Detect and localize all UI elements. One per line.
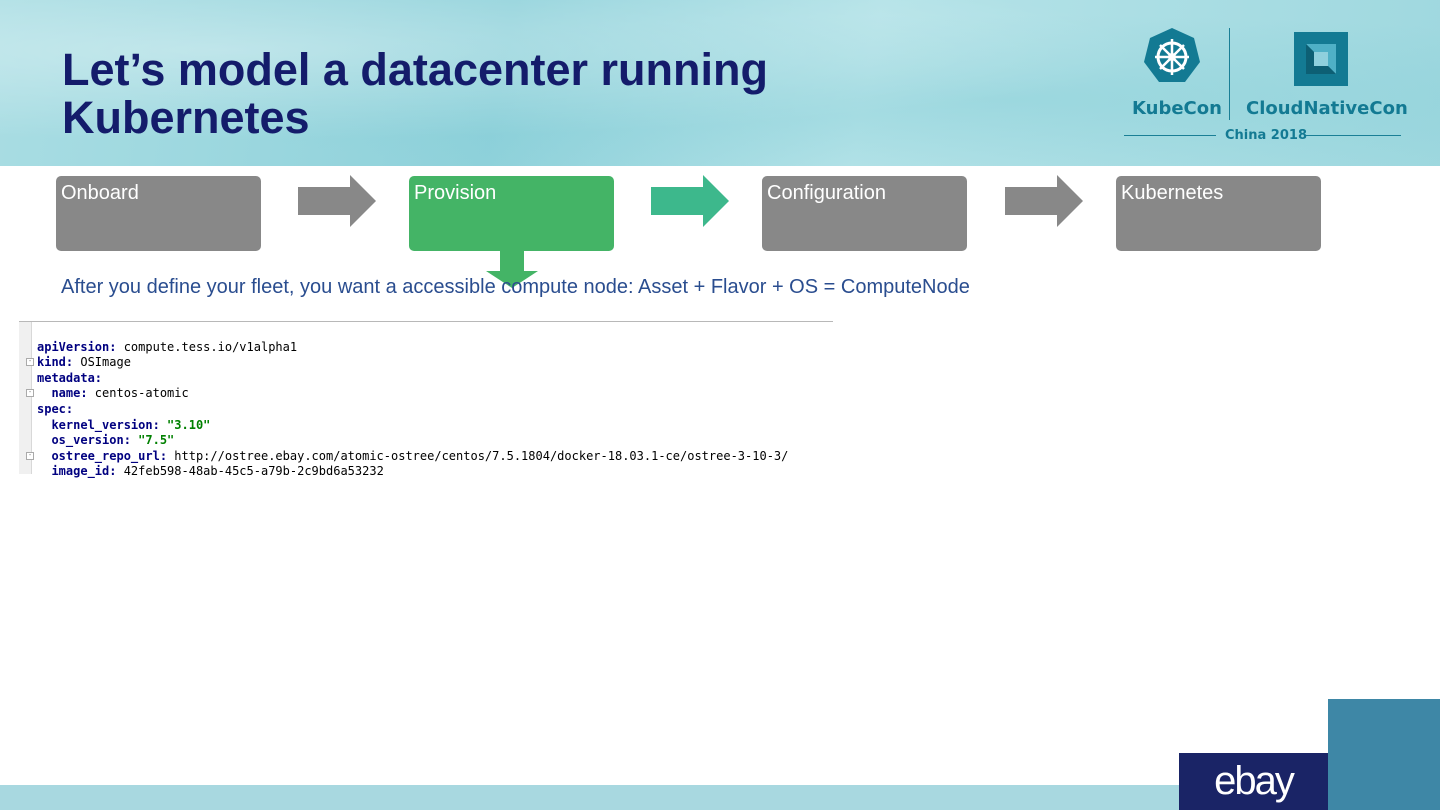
step-provision: Provision <box>409 176 614 251</box>
title-line-1: Let’s model a datacenter running <box>62 44 768 95</box>
step-label: Onboard <box>61 182 139 204</box>
header-banner <box>0 0 1440 166</box>
fold-icon: - <box>26 452 34 460</box>
ebay-logo-text: ebay <box>1214 759 1295 803</box>
kubecon-text: KubeCon <box>1132 98 1222 119</box>
code-line: kernel_version: "3.10" <box>51 417 211 432</box>
caption-text: After you define your fleet, you want a … <box>61 276 970 298</box>
code-line: name: centos-atomic <box>51 386 189 401</box>
code-line: apiVersion: compute.tess.io/v1alpha1 <box>37 339 298 354</box>
yaml-code-block: - - - apiVersion: compute.tess.io/v1alph… <box>19 321 833 478</box>
arrow-down-icon <box>486 251 538 288</box>
event-year: China 2018 <box>1225 128 1307 143</box>
step-label: Kubernetes <box>1121 182 1224 204</box>
code-line: ostree_repo_url: http://ostree.ebay.com/… <box>51 448 789 463</box>
code-line: kind: OSImage <box>37 355 131 370</box>
step-label: Provision <box>414 182 497 204</box>
logo-divider <box>1229 28 1230 120</box>
arrow-right-icon <box>1005 175 1083 227</box>
title-line-2: Kubernetes <box>62 92 310 143</box>
cloudnativecon-text: CloudNativeCon <box>1246 98 1408 119</box>
code-line: image_id: 42feb598-48ab-45c5-a79b-2c9bd6… <box>51 464 384 479</box>
cncf-icon <box>1294 32 1348 86</box>
kubecon-logo: KubeCon CloudNativeCon China 2018 <box>1120 22 1410 150</box>
fold-icon: - <box>26 389 34 397</box>
step-configuration: Configuration <box>762 176 967 251</box>
fold-icon: - <box>26 358 34 366</box>
kubernetes-helm-icon <box>1144 28 1200 82</box>
step-kubernetes: Kubernetes <box>1116 176 1321 251</box>
slide-title: Let’s model a datacenter running Kuberne… <box>62 46 962 142</box>
ebay-logo: ebay <box>1179 753 1328 810</box>
code-line: metadata: <box>37 370 103 385</box>
corner-accent-block <box>1328 699 1440 810</box>
code-line: os_version: "7.5" <box>51 433 175 448</box>
code-line: spec: <box>37 401 74 416</box>
logo-rule-right <box>1306 135 1401 136</box>
step-label: Configuration <box>767 182 886 204</box>
arrow-right-icon <box>651 175 729 227</box>
arrow-right-icon <box>298 175 376 227</box>
logo-rule-left <box>1124 135 1216 136</box>
step-onboard: Onboard <box>56 176 261 251</box>
